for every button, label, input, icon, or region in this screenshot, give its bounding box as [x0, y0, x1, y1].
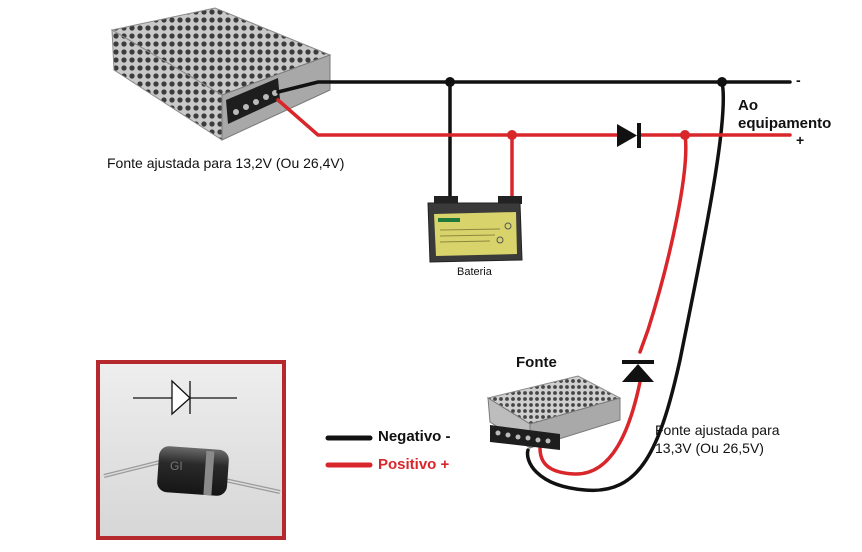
- junction-positive-battery: [507, 130, 517, 140]
- diode-component-photo: GI: [103, 446, 281, 496]
- terminal-block-second: [490, 425, 560, 450]
- junction-negative-second: [717, 77, 727, 87]
- negative-wire-main: [276, 80, 792, 94]
- negative-wires: [276, 80, 792, 493]
- second-supply-label-line1: Fonte ajustada para: [655, 422, 780, 438]
- positive-wire-main: [276, 98, 620, 137]
- svg-text:GI: GI: [170, 459, 183, 473]
- positive-wires: [276, 98, 792, 476]
- main-power-supply: [110, 7, 332, 141]
- equipment-label-line2: equipamento: [738, 115, 832, 132]
- junction-positive-second: [680, 130, 690, 140]
- diode-inset: GI: [96, 360, 286, 540]
- positive-wire-second-supply-low: [538, 380, 642, 476]
- diode-symbol-main: [617, 123, 641, 148]
- positive-terminal-sign: +: [796, 132, 805, 148]
- battery-label: Bateria: [457, 266, 492, 278]
- diode-symbol-second: [622, 360, 654, 382]
- legend-negative-label: Negativo -: [378, 428, 451, 445]
- legend-lines: [325, 435, 373, 468]
- junction-negative-battery: [445, 77, 455, 87]
- junctions: [445, 77, 727, 140]
- terminal-block: [226, 78, 280, 124]
- negative-wire-second-supply: [525, 80, 726, 493]
- second-supply-label-line2: 13,3V (Ou 26,5V): [655, 440, 764, 456]
- diode-schematic-symbol: [133, 379, 237, 416]
- legend-positive-label: Positivo +: [378, 456, 450, 473]
- main-supply-label: Fonte ajustada para 13,2V (Ou 26,4V): [107, 155, 345, 171]
- equipment-label-line1: Ao: [738, 97, 758, 114]
- second-supply-title: Fonte: [516, 354, 557, 371]
- battery: [427, 196, 523, 263]
- negative-terminal-sign: -: [796, 72, 801, 88]
- positive-wire-second-supply: [638, 133, 688, 354]
- second-power-supply: [486, 375, 622, 450]
